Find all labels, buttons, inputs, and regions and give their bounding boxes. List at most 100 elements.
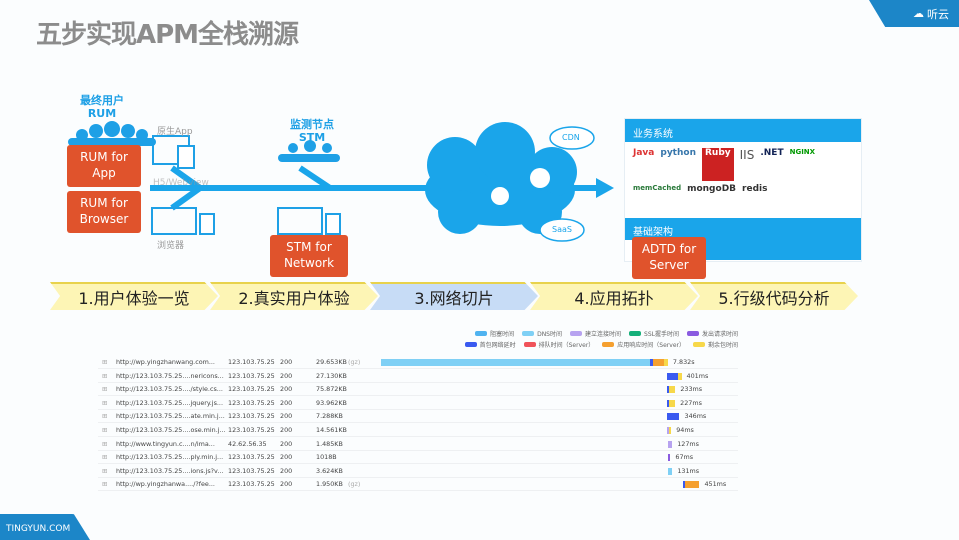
expand-icon[interactable]: ⊞ [102,412,108,421]
bar-segment-remaining [669,399,676,407]
legend-item: 阻塞时间 [475,329,514,338]
size-cell: 75.872KB [316,385,347,394]
status-cell: 200 [280,412,293,421]
legend-item: 剩余包时间 [692,340,738,349]
size-cell: 1.485KB [316,439,343,448]
users-icon [68,121,156,146]
bar-segment-first_packet [682,481,686,489]
duration-label: 67ms [675,453,694,462]
native-app-icon [152,135,195,169]
bar-segment-first_packet [666,372,678,380]
cloud-infra-bar [705,240,861,260]
gzip-tag: (gz) [348,358,361,366]
bar-segment-connect [667,440,673,448]
table-row[interactable]: ⊞ http://123.103.75.25....ate.min.j... 1… [98,410,738,424]
gzip-tag: (gz) [348,480,361,489]
rum-label: 最终用户 RUM [80,94,124,121]
bar-segment-dns [667,467,673,475]
size-cell: 27.130KB [316,371,347,380]
legend-item: 首包网络延时 [464,340,516,349]
duration-label: 94ms [676,426,694,434]
bar-segment-app_response [685,481,700,489]
topology-diagram [68,121,614,242]
mongodb-logo: mongoDB [687,183,737,194]
cdn-label: CDN [562,133,580,142]
status-cell: 200 [280,385,293,394]
legend-swatch [523,342,536,347]
table-row[interactable]: ⊞ http://wp.yingzhanwa..../?fee... 123.1… [98,478,738,492]
url-cell: http://www.tingyun.c....n/ima... [116,439,215,448]
expand-icon[interactable]: ⊞ [102,371,108,380]
ip-cell: 123.103.75.25 [228,412,275,421]
stm-users-icon [278,140,340,162]
url-cell: http://123.103.75.25....ply.min.j... [116,453,224,462]
legend-swatch [522,331,535,336]
infrastructure-label: 基础架构 [633,227,673,238]
table-row[interactable]: ⊞ http://wp.yingzhanwang.com... 123.103.… [98,356,738,369]
legend-label: 发出请求时间 [701,331,738,338]
native-app-label: 原生App [157,127,193,137]
bar-segment-remaining [669,427,672,434]
table-row[interactable]: ⊞ http://123.103.75.25....ose.min.j... 1… [98,424,738,437]
expand-icon[interactable]: ⊞ [102,426,108,434]
h5-label: H5/Webview [153,178,209,188]
steps-bar: 1.用户体验一览 2.真实用户体验 3.网络切片 4.应用拓扑 5.行级代码分析 [50,282,858,310]
bar-segment-connect [667,427,670,434]
brand-logo: ☁听云 [869,0,959,27]
table-row[interactable]: ⊞ http://www.tingyun.c....n/ima... 42.62… [98,438,738,451]
ip-cell: 123.103.75.25 [228,480,275,489]
duration-label: 227ms [680,398,702,407]
table-row[interactable]: ⊞ http://123.103.75.25....jquery.js... 1… [98,397,738,410]
brand-name: 听云 [927,7,949,21]
ip-cell: 123.103.75.25 [228,358,275,366]
expand-icon[interactable]: ⊞ [102,358,108,366]
legend-item: 排队时间（Server） [523,340,595,349]
url-cell: http://wp.yingzhanwang.com... [116,358,215,366]
expand-icon[interactable]: ⊞ [102,480,108,489]
saas-label: SaaS [552,225,572,234]
legend-label: 剩余包时间 [707,342,738,349]
size-cell: 14.561KB [316,426,347,434]
legend-item: SSL握手时间 [629,329,679,338]
bar-segment-remaining [663,359,668,366]
step-2: 2.真实用户体验 [210,282,378,310]
expand-icon[interactable]: ⊞ [102,466,108,475]
bar-segment-dns [381,359,651,366]
business-systems-bar: 业务系统 [625,119,861,142]
ip-cell: 123.103.75.25 [228,466,275,475]
status-cell: 200 [280,426,293,434]
nginx-logo: NGINX [789,148,816,156]
stm-device-icon [277,207,341,235]
table-row[interactable]: ⊞ http://123.103.75.25..../style.cs... 1… [98,383,738,397]
expand-icon[interactable]: ⊞ [102,439,108,448]
iis-logo: IIS [739,148,755,162]
ip-cell: 123.103.75.25 [228,453,275,462]
infrastructure-bar: 基础架构 [625,218,861,240]
bar-segment-first_packet [666,386,669,394]
duration-label: 131ms [677,466,700,475]
url-cell: http://123.103.75.25..../style.cs... [116,385,223,394]
page-title: 五步实现APM全栈溯源 [36,20,299,50]
legend-label: SSL握手时间 [644,331,679,338]
legend-label: 排队时间（Server） [538,342,595,349]
url-cell: http://123.103.75.25....ose.min.j... [116,426,226,434]
status-cell: 200 [280,398,293,407]
table-row[interactable]: ⊞ http://123.103.75.25....nericons... 12… [98,370,738,383]
status-cell: 200 [280,371,293,380]
duration-label: 451ms [704,480,727,489]
expand-icon[interactable]: ⊞ [102,453,108,462]
legend-label: DNS时间 [537,331,562,338]
ip-cell: 42.62.56.35 [228,439,267,448]
table-row[interactable]: ⊞ http://123.103.75.25....ions.js?v... 1… [98,465,738,478]
cdn-cloud-icon [549,126,595,150]
expand-icon[interactable]: ⊞ [102,385,108,394]
globe-icon [530,168,550,188]
table-row[interactable]: ⊞ http://123.103.75.25....ply.min.j... 1… [98,451,738,465]
adtd-for-server: ADTD for Server [632,237,706,279]
status-cell: 200 [280,358,293,366]
legend-swatch [686,331,699,336]
expand-icon[interactable]: ⊞ [102,398,108,407]
footer-text: TINGYUN.COM [6,524,71,534]
legend-item: DNS时间 [522,329,562,338]
ruby-logo: Ruby [701,148,734,181]
